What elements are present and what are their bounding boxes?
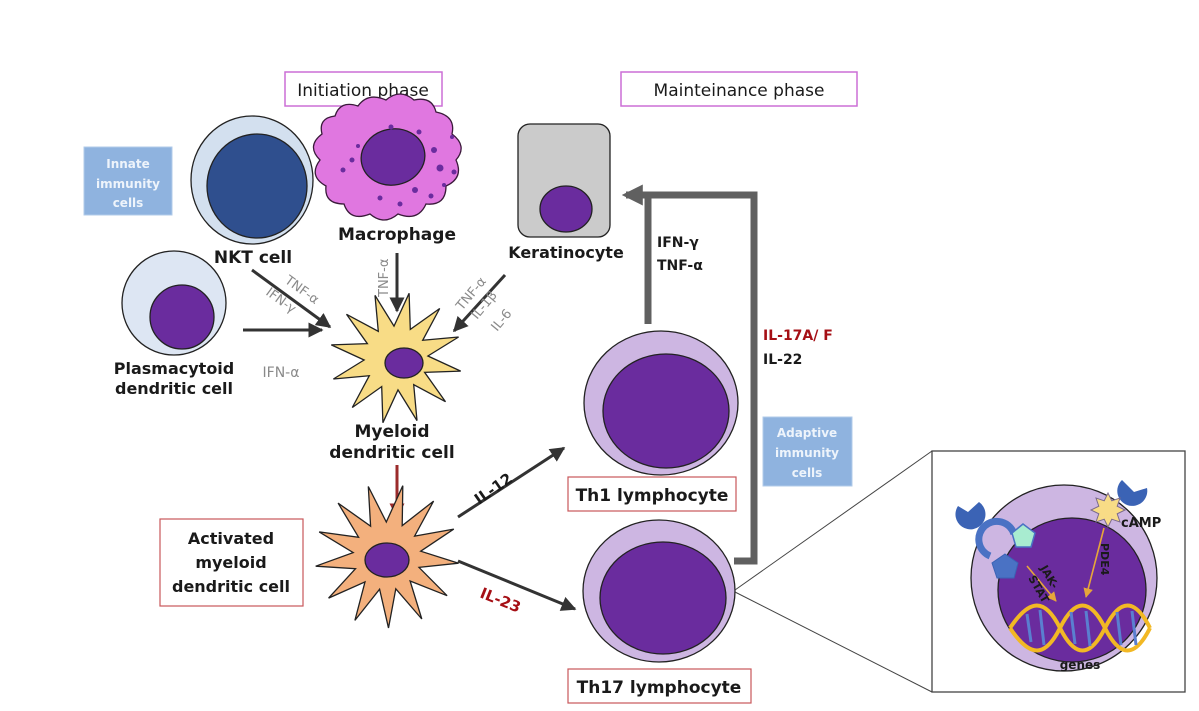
svg-text:immunity: immunity: [96, 177, 160, 191]
svg-text:Innate: Innate: [106, 157, 150, 171]
cytokine-il12: IL-12: [471, 469, 516, 508]
cytokine-keratinocyte-il6: IL-6: [489, 307, 516, 335]
maintenance-phase-header: Mainteinance phase: [620, 71, 858, 107]
pde4-label: PDE4: [1098, 543, 1111, 576]
svg-text:cells: cells: [792, 466, 823, 480]
plasmacytoid-dendritic-cell: [121, 250, 227, 356]
cytokine-th1-tnfa: TNF-α: [657, 258, 703, 274]
maintenance-phase-label: Mainteinance phase: [654, 81, 825, 101]
macrophage-label: Macrophage: [338, 225, 456, 245]
th1-label: Th1 lymphocyte: [576, 486, 729, 506]
inset-zoom-line-top: [734, 450, 933, 591]
inset-zoom-line-bottom: [734, 591, 933, 693]
arrow-il12-to-th1: [457, 446, 566, 519]
arrow-il23-to-th17: [457, 559, 577, 611]
th1-lymphocyte: [583, 330, 739, 476]
innate-immunity-group-box: Innate immunity cells: [83, 146, 173, 216]
th17-lymphocyte: [582, 519, 736, 663]
keratinocyte-label: Keratinocyte: [508, 243, 624, 262]
keratinocyte-cell: [517, 123, 611, 238]
ligand-pentagon-icon: [1011, 523, 1036, 548]
svg-text:dendritic cell: dendritic cell: [172, 577, 290, 596]
receptor-left-icon: [955, 502, 986, 530]
cytokine-th17-il17: IL-17A/ F: [763, 328, 833, 344]
activated-myeloid-label-box: Activated myeloid dendritic cell: [159, 518, 304, 607]
th17-label: Th17 lymphocyte: [577, 678, 742, 698]
myeloid-label-line1: Myeloid: [354, 422, 429, 442]
th1-label-box: Th1 lymphocyte: [567, 476, 737, 512]
cytokine-il23: IL-23: [478, 584, 524, 617]
arrow-nkt-to-myeloid: [251, 268, 332, 329]
arrow-keratinocyte-to-myeloid: [452, 273, 507, 333]
genes-label: genes: [1060, 658, 1101, 672]
macrophage-cell: [312, 93, 462, 221]
svg-text:cells: cells: [113, 196, 144, 210]
th17-label-box: Th17 lymphocyte: [567, 668, 752, 704]
pde4-arrow: [1083, 527, 1105, 598]
adaptive-immunity-group-box: Adaptive immunity cells: [762, 416, 853, 487]
svg-text:Adaptive: Adaptive: [777, 426, 837, 440]
camp-star-icon: [1089, 491, 1127, 529]
myeloid-label-line2: dendritic cell: [329, 443, 454, 463]
receptor-right-icon: [1117, 480, 1148, 506]
feedback-arrows-to-keratinocyte: [621, 184, 758, 565]
inset-nucleus: [997, 517, 1147, 663]
jak-stat-arrow: [1026, 565, 1057, 602]
camp-label: cAMP: [1121, 516, 1161, 531]
cytokine-macrophage-tnf: TNF-α: [377, 259, 392, 298]
cytokine-plasmacytoid-ifna: IFN-α: [263, 365, 300, 381]
inset-molecular-panel: cAMP JAK- STAT PDE4 genes: [931, 450, 1186, 693]
nkt-cell-label: NKT cell: [214, 248, 292, 268]
svg-text:Activated: Activated: [188, 529, 274, 548]
activated-myeloid-dendritic-cell: [315, 485, 459, 629]
svg-text:myeloid: myeloid: [195, 553, 266, 572]
myeloid-dendritic-cell: [331, 293, 461, 423]
plasmacytoid-label-line1: Plasmacytoid: [114, 359, 235, 378]
dna-helix-icon: [1008, 603, 1152, 653]
curved-arrow-icon: [975, 517, 1018, 560]
cytokine-th1-ifng: IFN-γ: [657, 235, 699, 251]
nkt-cell: [190, 115, 314, 245]
cytokine-th17-il22: IL-22: [763, 352, 802, 368]
svg-text:immunity: immunity: [775, 446, 839, 460]
receptor-pentagon-icon: [991, 553, 1019, 579]
plasmacytoid-label-line2: dendritic cell: [115, 379, 233, 398]
